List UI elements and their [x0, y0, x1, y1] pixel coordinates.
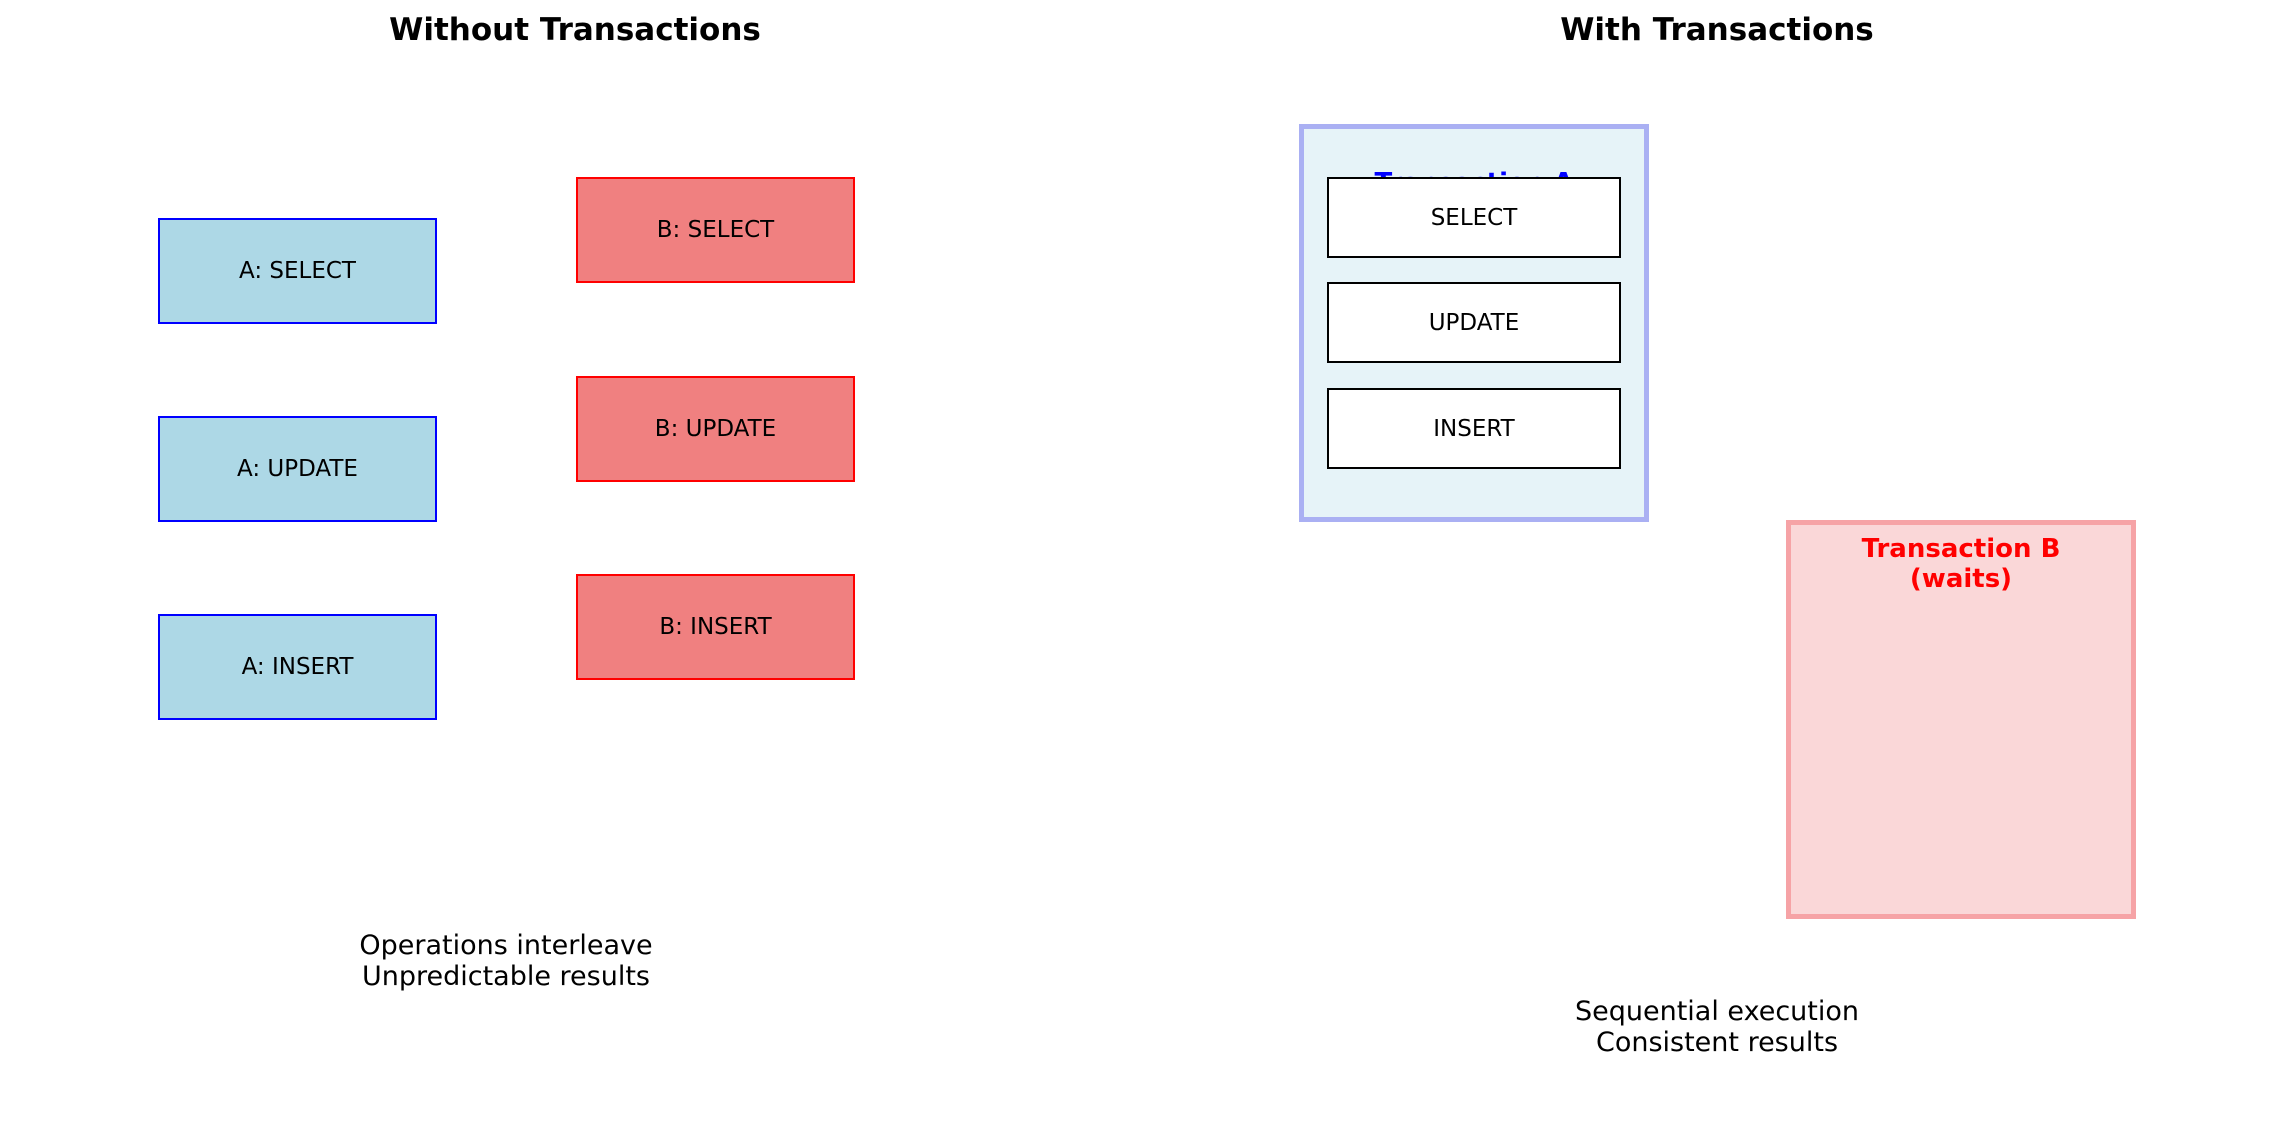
transaction-b-label-line-1: Transaction B [1861, 534, 2061, 564]
right-panel-title: With Transactions [1560, 12, 1874, 48]
transaction-a-step-select: SELECT [1327, 177, 1621, 258]
left-caption: Operations interleave Unpredictable resu… [306, 930, 706, 992]
transaction-b-box [1786, 520, 2136, 919]
right-caption-line-1: Sequential execution [1574, 996, 1859, 1027]
transaction-b-label: Transaction B (waits) [1786, 534, 2136, 594]
transaction-a-step-update: UPDATE [1327, 282, 1621, 363]
op-a-select: A: SELECT [158, 218, 437, 324]
op-b-select: B: SELECT [576, 177, 855, 283]
right-caption: Sequential execution Consistent results [1517, 996, 1917, 1058]
right-caption-line-2: Consistent results [1595, 1027, 1839, 1058]
left-panel-title: Without Transactions [389, 12, 761, 48]
left-caption-line-1: Operations interleave [359, 930, 653, 961]
op-b-insert: B: INSERT [576, 574, 855, 680]
op-b-update: B: UPDATE [576, 376, 855, 482]
transaction-a-step-insert: INSERT [1327, 388, 1621, 469]
left-caption-line-2: Unpredictable results [361, 961, 651, 992]
transaction-b-label-line-2: (waits) [1909, 564, 2013, 594]
op-a-insert: A: INSERT [158, 614, 437, 720]
op-a-update: A: UPDATE [158, 416, 437, 522]
